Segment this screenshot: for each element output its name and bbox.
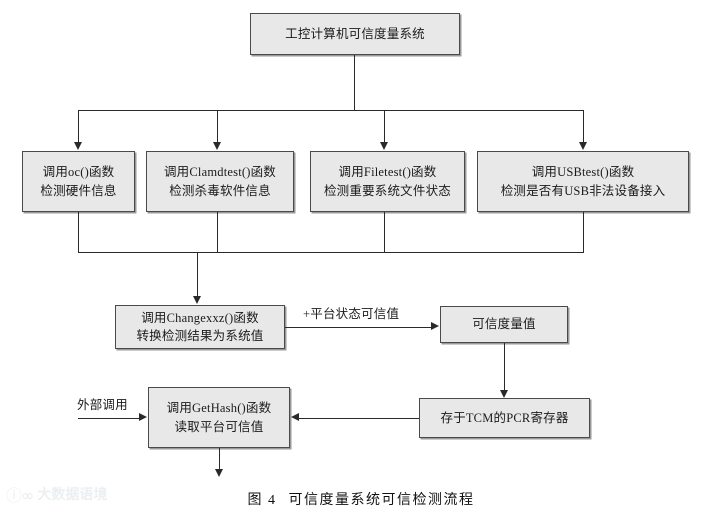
node-gethash: 调用GetHash()函数 读取平台可信值 xyxy=(148,387,290,448)
arrowhead-external-call xyxy=(139,413,147,421)
node-gethash-line2: 读取平台可信值 xyxy=(174,419,264,434)
node-detector-oc-line1: 调用oc()函数 xyxy=(42,165,115,180)
node-storage-pcr: 存于TCM的PCR寄存器 xyxy=(419,398,590,438)
node-detector-clamdtest-line2: 检测杀毒软件信息 xyxy=(169,183,271,198)
connector-up-usbtest xyxy=(583,212,584,253)
connector-drop-oc xyxy=(78,110,79,143)
connector-drop-filetest xyxy=(384,110,385,143)
connector-merge-bar xyxy=(78,252,584,253)
node-convert-line2: 转换检测结果为系统值 xyxy=(136,329,264,343)
arrowhead-measure xyxy=(431,322,439,330)
node-convert-changexxz: 调用Changexxz()函数 转换检测结果为系统值 xyxy=(115,305,285,349)
arrowhead-convert xyxy=(193,296,201,304)
node-measure-value-label: 可信度量值 xyxy=(472,317,536,332)
node-convert-line1: 调用Changexxz()函数 xyxy=(141,310,259,325)
arrowhead-clamdtest xyxy=(213,142,221,150)
connector-storage-to-gethash xyxy=(299,418,419,419)
node-detector-oc: 调用oc()函数 检测硬件信息 xyxy=(22,151,135,212)
watermark: ⓘ∞ 大数据语境 xyxy=(6,482,107,506)
connector-root-down xyxy=(354,55,355,111)
connector-up-filetest xyxy=(384,212,385,253)
connector-measure-to-storage xyxy=(504,343,505,391)
edge-label-external-call: 外部调用 xyxy=(77,398,128,412)
node-detector-filetest: 调用Filetest()函数 检测重要系统文件状态 xyxy=(310,151,465,212)
connector-drop-clamdtest xyxy=(217,110,218,143)
node-gethash-line1: 调用GetHash()函数 xyxy=(166,401,272,416)
node-detector-usbtest-line2: 检测是否有USB非法设备接入 xyxy=(500,183,666,198)
connector-drop-usbtest xyxy=(583,110,584,143)
connector-merge-to-convert xyxy=(197,252,198,298)
node-detector-clamdtest: 调用Clamdtest()函数 检测杀毒软件信息 xyxy=(146,151,294,212)
arrowhead-filetest xyxy=(380,142,388,150)
arrowhead-gethash-output xyxy=(215,469,223,477)
connector-distribution-bar xyxy=(78,110,584,111)
node-detector-filetest-line1: 调用Filetest()函数 xyxy=(338,165,437,180)
arrowhead-oc xyxy=(74,142,82,150)
node-detector-clamdtest-line1: 调用Clamdtest()函数 xyxy=(163,165,276,180)
node-root-system-label: 工控计算机可信度量系统 xyxy=(285,26,425,41)
node-storage-pcr-label: 存于TCM的PCR寄存器 xyxy=(440,410,569,425)
connector-up-oc xyxy=(78,212,79,253)
figure-caption-text: 可信度量系统可信检测流程 xyxy=(288,493,475,508)
node-detector-filetest-line2: 检测重要系统文件状态 xyxy=(323,183,451,198)
figure-caption: 图 4 可信度量系统可信检测流程 xyxy=(0,489,722,509)
watermark-logo-icon: ⓘ∞ xyxy=(6,486,34,505)
node-measure-value: 可信度量值 xyxy=(440,306,568,343)
node-root-system: 工控计算机可信度量系统 xyxy=(250,13,460,55)
connector-gethash-output xyxy=(219,448,220,470)
connector-up-clamdtest xyxy=(217,212,218,253)
connector-convert-to-measure xyxy=(285,327,432,328)
node-detector-usbtest: 调用USBtest()函数 检测是否有USB非法设备接入 xyxy=(477,151,689,212)
arrowhead-storage xyxy=(500,390,508,398)
node-detector-usbtest-line1: 调用USBtest()函数 xyxy=(531,165,635,180)
node-detector-oc-line2: 检测硬件信息 xyxy=(40,183,117,198)
connector-external-call xyxy=(78,418,140,419)
figure-caption-number: 图 4 xyxy=(247,493,277,508)
arrowhead-usbtest xyxy=(579,142,587,150)
watermark-text: 大数据语境 xyxy=(37,487,108,503)
arrowhead-gethash xyxy=(291,413,299,421)
edge-label-platform-trust: +平台状态可信值 xyxy=(303,307,400,321)
